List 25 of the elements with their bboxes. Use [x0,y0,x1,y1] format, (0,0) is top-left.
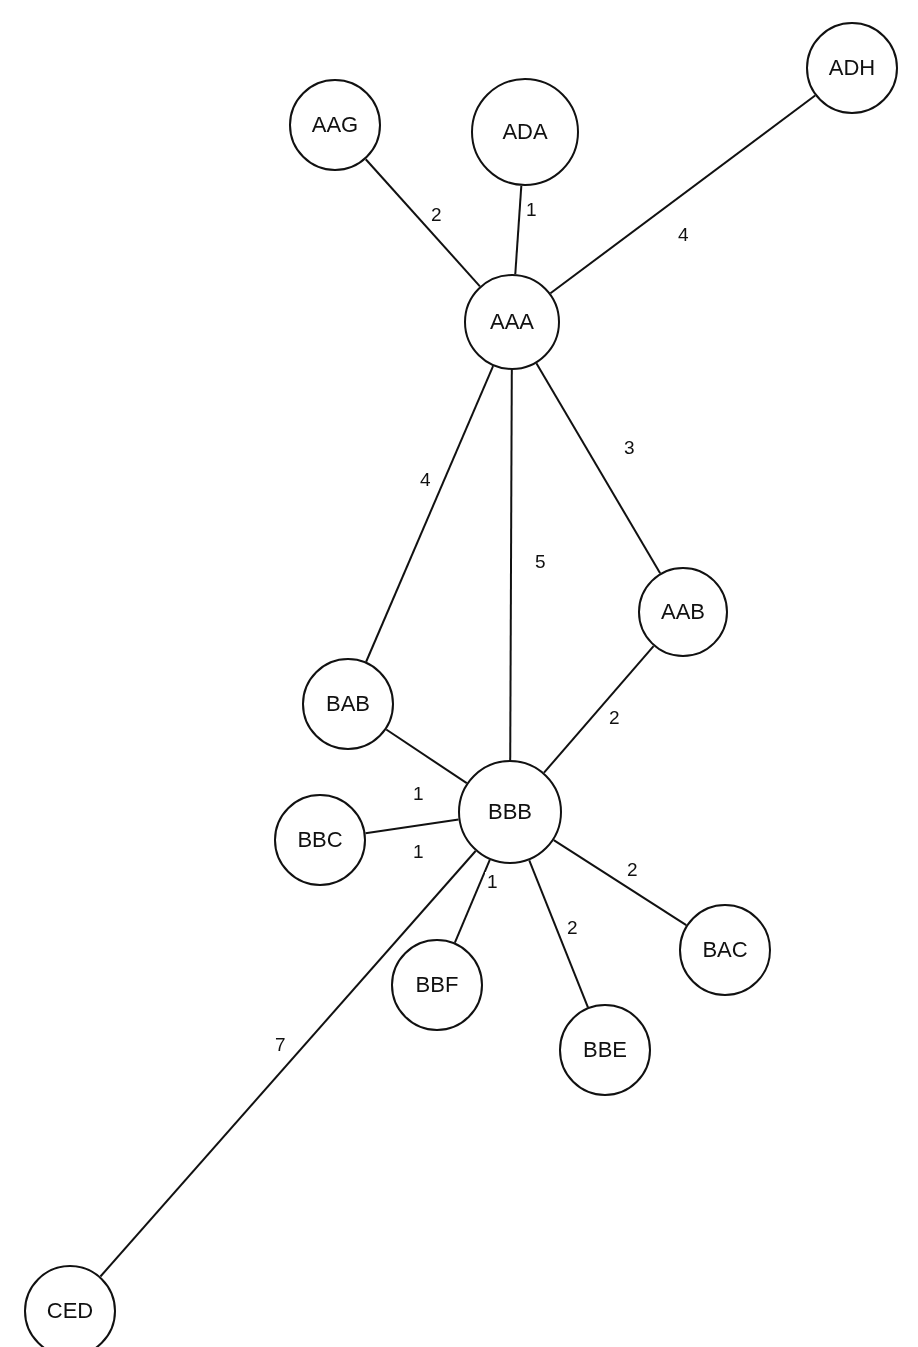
circle-node: ADH [806,22,898,114]
connector-line [528,859,589,1009]
circle-node: BBF [391,939,483,1031]
connector-line [364,818,460,835]
connector-line [543,645,655,774]
connector-line [365,365,495,663]
circle-node: BAC [679,904,771,996]
circle-node: CED [24,1265,116,1347]
connector-line [514,184,523,276]
connector-line [453,858,491,944]
connector-line [99,850,477,1278]
connector-line [549,94,817,295]
circle-node: BAB [302,658,394,750]
circle-node: ADA [471,78,579,186]
connector-line [535,362,662,575]
circle-node: AAB [638,567,728,657]
circle-node: BBB [458,760,562,864]
connector-line [385,728,468,785]
connector-line [552,839,688,927]
connector-line [509,369,513,761]
circle-node: BBC [274,794,366,886]
circle-node: AAG [289,79,381,171]
circle-node: BBE [559,1004,651,1096]
circle-node: AAA [464,274,560,370]
connector-line [364,158,481,288]
